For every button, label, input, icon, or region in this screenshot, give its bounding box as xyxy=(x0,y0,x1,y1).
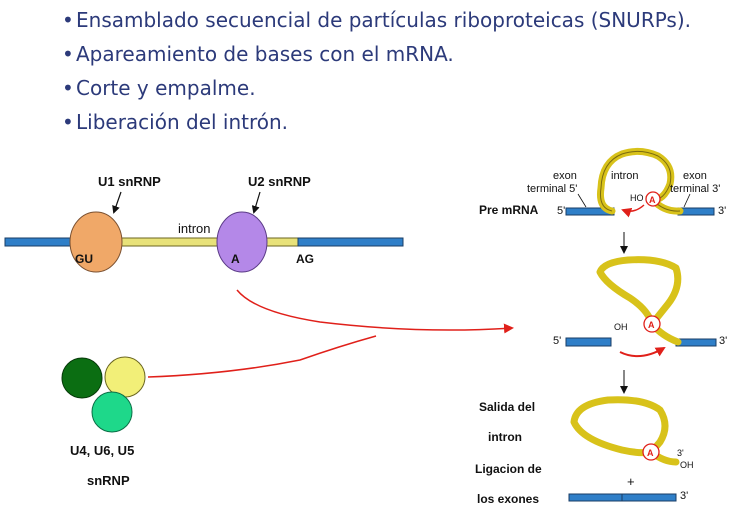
salida-label-line1: Salida del xyxy=(479,400,536,414)
intron-bar xyxy=(114,237,301,247)
stage2-prime5-label: 5' xyxy=(553,335,562,347)
complex-label-line1: U4, U6, U5 xyxy=(70,443,135,458)
intron-label: intron xyxy=(178,221,211,236)
branch-a-label: A xyxy=(231,252,240,266)
exon5-label-line1: exon xyxy=(553,170,577,182)
pre-mrna-label: Pre mRNA xyxy=(479,203,539,217)
bullet-item: •Apareamiento de bases con el mRNA. xyxy=(62,40,732,68)
bullet-text: Ensamblado secuencial de partículas ribo… xyxy=(76,8,691,32)
stage2-branch-a-circle xyxy=(643,315,661,333)
u2-snrnp-particle xyxy=(216,211,268,273)
bullet-item: •Ensamblado secuencial de partículas rib… xyxy=(62,6,732,34)
stage2-oh-label: OH xyxy=(614,322,628,332)
bullet-dot: • xyxy=(62,110,74,134)
u5-snrnp-particle xyxy=(91,391,133,433)
stage3-lariat-intron xyxy=(570,396,680,466)
stage2-exon3-bar xyxy=(675,338,717,347)
u1-pointer-arrow xyxy=(112,191,122,214)
stage1-attack-arrow xyxy=(621,204,645,218)
bullet-dot: • xyxy=(62,42,74,66)
stage2-ligation-arrow xyxy=(619,346,666,358)
gu-site-label: GU xyxy=(75,252,93,266)
stage1-right-tick xyxy=(683,193,691,208)
bullet-text: Liberación del intrón. xyxy=(76,110,289,134)
red-arrow-lower xyxy=(147,335,377,378)
u2-snrnp-label: U2 snRNP xyxy=(248,174,311,189)
bullet-item: •Corte y empalme. xyxy=(62,74,732,102)
ho-label: HO xyxy=(630,193,644,203)
stage2-prime3-label: 3' xyxy=(719,335,728,347)
stage1-a-label: A xyxy=(649,195,656,205)
stage1-intron-label: intron xyxy=(611,170,639,182)
ligacion-label-line2: los exones xyxy=(477,492,540,506)
stage1-left-tick xyxy=(577,193,587,208)
exon3-label-line1: exon xyxy=(683,170,707,182)
bullet-text: Corte y empalme. xyxy=(76,76,256,100)
stage1-branch-a-circle xyxy=(645,191,661,207)
stage2-exon5-bar xyxy=(565,337,612,347)
stage1-prime3-label: 3' xyxy=(718,205,727,217)
stage3-branch-a-circle xyxy=(642,443,660,461)
ligated-prime3-label: 3' xyxy=(680,490,689,502)
stage2-a-label: A xyxy=(648,320,655,330)
stage3-prime3-label: 3' xyxy=(677,448,684,458)
stage2-lariat-loop xyxy=(596,256,682,346)
u1-snrnp-label: U1 snRNP xyxy=(98,174,161,189)
ligacion-label-line1: Ligacion de xyxy=(475,462,542,476)
u6-snrnp-particle xyxy=(104,356,146,398)
plus-sign: + xyxy=(627,474,635,489)
exon3-label-line2: terminal 3' xyxy=(670,183,721,195)
complex-label-line2: snRNP xyxy=(87,473,130,488)
exon5-label-line2: terminal 5' xyxy=(527,183,578,195)
stage3-oh-label: OH xyxy=(680,460,694,470)
red-arrow-upper xyxy=(236,289,514,334)
bullet-dot: • xyxy=(62,8,74,32)
u2-pointer-arrow xyxy=(251,191,261,214)
ag-site-label: AG xyxy=(296,252,314,266)
stage3-a-label: A xyxy=(647,448,654,458)
bullet-list: •Ensamblado secuencial de partículas rib… xyxy=(62,6,732,142)
salida-label-line2: intron xyxy=(488,430,522,444)
bullet-item: •Liberación del intrón. xyxy=(62,108,732,136)
u4-snrnp-particle xyxy=(61,357,103,399)
u1-snrnp-particle xyxy=(69,211,123,273)
stage1-prime5-label: 5' xyxy=(557,205,566,217)
exon-right-bar xyxy=(297,237,404,247)
bullet-dot: • xyxy=(62,76,74,100)
bullet-text: Apareamiento de bases con el mRNA. xyxy=(76,42,454,66)
